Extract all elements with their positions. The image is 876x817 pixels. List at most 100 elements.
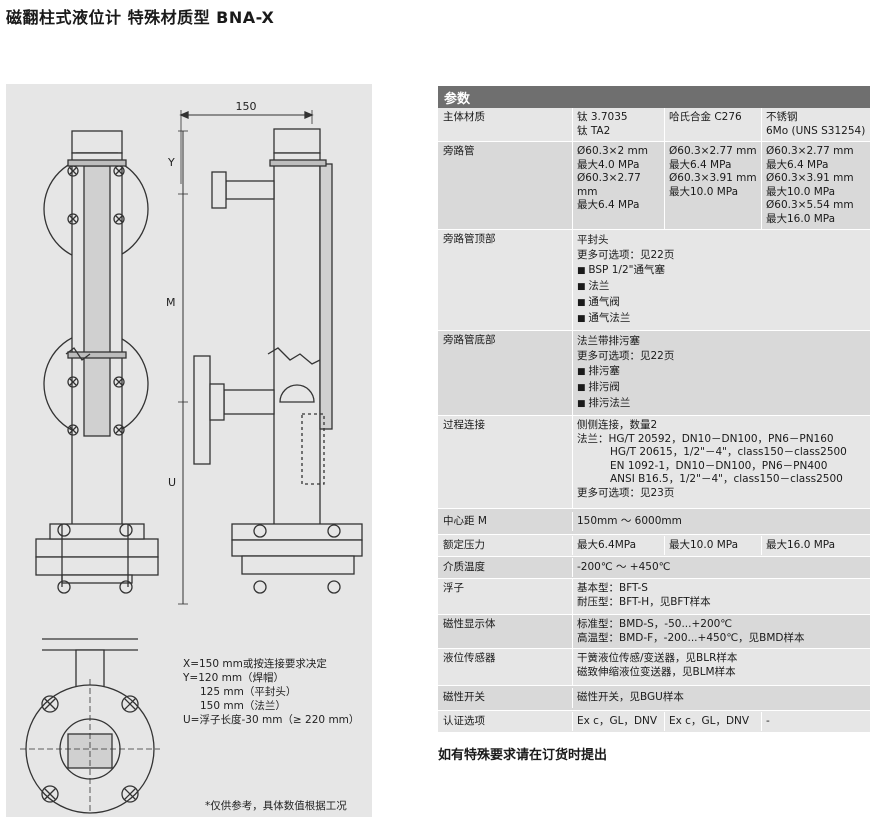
- bullet-item: 排污阀: [577, 380, 866, 396]
- row-label: 磁性显示体: [443, 618, 496, 630]
- bullet-item: 法兰: [577, 279, 866, 295]
- row-certification: 认证选项 Ex c，GL，DNV Ex c，GL，DNV -: [438, 711, 870, 733]
- row-label: 认证选项: [443, 714, 485, 727]
- row-label: 液位传感器: [443, 652, 496, 664]
- cell-line: Ø60.3×2.77 mm: [766, 145, 854, 157]
- row-process: 过程连接 侧侧连接，数量2 法兰：HG/T 20592，DN10－DN100，P…: [438, 416, 870, 509]
- disclaimer: *仅供参考，具体数值根据工况: [205, 800, 347, 812]
- pressure-c2: 最大10.0 MPa: [664, 535, 761, 556]
- cell-line: 哈氏合金 C276: [669, 111, 742, 123]
- material-stainless: 不锈钢 6Mo (UNS S31254): [761, 108, 870, 141]
- cell-line: HG/T 20615，1/2"－4"，class150－class2500: [610, 446, 847, 458]
- cell-line: 最大6.4 MPa: [766, 158, 829, 171]
- row-label: 中心距 M: [443, 514, 487, 527]
- row-label: 旁路管底部: [443, 334, 496, 346]
- center-value: 150mm ～ 6000mm: [572, 511, 870, 532]
- row-label: 介质温度: [443, 560, 485, 573]
- temperature-value: -200℃ ～ +450℃: [572, 557, 870, 578]
- row-pressure: 额定压力 最大6.4MPa 最大10.0 MPa 最大16.0 MPa: [438, 535, 870, 557]
- dimension-m-label: M: [166, 296, 176, 309]
- cell-line: EN 1092-1，DN10－DN100，PN6－PN400: [610, 459, 828, 472]
- bottom-options: 法兰带排污塞 更多可选项：见22页 排污塞 排污阀 排污法兰: [572, 331, 870, 415]
- note-line: Y=120 mm（焊帽）: [183, 672, 285, 684]
- pressure-c1: 最大6.4MPa: [572, 535, 664, 556]
- cell-line: 最大10.0 MPa: [766, 185, 836, 198]
- cell-line: Ø60.3×5.54 mm: [766, 199, 854, 211]
- material-hastelloy: 哈氏合金 C276: [664, 108, 761, 141]
- cert-c3: -: [761, 711, 870, 732]
- row-sensor: 液位传感器 干簧液位传感/变送器，见BLR样本 磁致伸缩液位变送器，见BLM样本: [438, 649, 870, 686]
- drawing-svg: 150 Y M U: [20, 100, 363, 814]
- cell-line: 磁致伸缩液位变送器，见BLM样本: [577, 665, 736, 678]
- bypass-c2: Ø60.3×2.77 mm 最大6.4 MPa Ø60.3×3.91 mm 最大…: [664, 142, 761, 229]
- material-titanium: 钛 3.7035 钛 TA2: [572, 108, 664, 141]
- cell-line: Ø60.3×3.91 mm: [766, 172, 854, 184]
- bullet-item: 排污法兰: [577, 396, 866, 412]
- sensor-options: 干簧液位传感/变送器，见BLR样本 磁致伸缩液位变送器，见BLM样本: [572, 649, 870, 685]
- note-line: X=150 mm或按连接要求决定: [183, 658, 327, 670]
- dimension-notes: X=150 mm或按连接要求决定 Y=120 mm（焊帽） 125 mm（平封头…: [183, 657, 359, 727]
- row-top: 旁路管顶部 平封头 更多可选项：见22页 BSP 1/2"通气塞 法兰 通气阀 …: [438, 230, 870, 331]
- cell-line: 耐压型：BFT-H，见BFT样本: [577, 595, 711, 608]
- row-float: 浮子 基本型：BFT-S 耐压型：BFT-H，见BFT样本: [438, 579, 870, 615]
- technical-drawing: 150 Y M U X=150 mm或按连接要求决定 Y=120 mm（焊帽） …: [6, 84, 372, 817]
- cell-line: 不锈钢: [766, 111, 798, 123]
- cell-line: Ø60.3×3.91 mm: [669, 172, 757, 184]
- row-material: 主体材质 钛 3.7035 钛 TA2 哈氏合金 C276 不锈钢 6Mo (U…: [438, 108, 870, 142]
- bullet-item: BSP 1/2"通气塞: [577, 263, 866, 279]
- row-bottom: 旁路管底部 法兰带排污塞 更多可选项：见22页 排污塞 排污阀 排污法兰: [438, 331, 870, 416]
- note-line: 150 mm（法兰）: [200, 700, 286, 712]
- cell-line: 侧侧连接，数量2: [577, 419, 658, 431]
- bullet-item: 通气阀: [577, 295, 866, 311]
- cell-line: Ø60.3×2 mm: [577, 145, 648, 157]
- row-label: 过程连接: [443, 419, 485, 431]
- bullet-item: 排污塞: [577, 364, 866, 380]
- cell-line: 最大10.0 MPa: [669, 185, 739, 198]
- cell-line: 钛 3.7035: [577, 111, 628, 123]
- row-label: 旁路管: [443, 145, 475, 157]
- row-label: 旁路管顶部: [443, 233, 496, 245]
- bullet-item: 通气法兰: [577, 311, 866, 327]
- note-line: 125 mm（平封头）: [200, 686, 297, 698]
- row-center-distance: 中心距 M 150mm ～ 6000mm: [438, 509, 870, 535]
- float-options: 基本型：BFT-S 耐压型：BFT-H，见BFT样本: [572, 579, 870, 614]
- cert-c1: Ex c，GL，DNV: [572, 711, 664, 732]
- dimension-u-label: U: [168, 476, 176, 489]
- cell-line: 更多可选项：见23页: [577, 486, 675, 499]
- footer-note: 如有特殊要求请在订货时提出: [438, 748, 608, 763]
- cell-line: 干簧液位传感/变送器，见BLR样本: [577, 652, 738, 664]
- row-bypass: 旁路管 Ø60.3×2 mm 最大4.0 MPa Ø60.3×2.77 mm 最…: [438, 142, 870, 230]
- note-line: U=浮子长度-30 mm（≥ 220 mm）: [183, 714, 360, 726]
- cell-line: 法兰：HG/T 20592，DN10－DN100，PN6－PN160: [577, 432, 834, 445]
- row-label: 磁性开关: [443, 691, 485, 704]
- row-label: 主体材质: [443, 111, 485, 123]
- top-options: 平封头 更多可选项：见22页 BSP 1/2"通气塞 法兰 通气阀 通气法兰: [572, 230, 870, 330]
- cell-line: 钛 TA2: [577, 124, 611, 137]
- display-options: 标准型：BMD-S，-50...+200℃ 高温型：BMD-F，-200...+…: [572, 615, 870, 648]
- switch-value: 磁性开关，见BGU样本: [572, 688, 870, 708]
- cert-c2: Ex c，GL，DNV: [664, 711, 761, 732]
- cell-line: 最大6.4 MPa: [577, 199, 640, 211]
- process-options: 侧侧连接，数量2 法兰：HG/T 20592，DN10－DN100，PN6－PN…: [572, 416, 870, 508]
- row-temperature: 介质温度 -200℃ ～ +450℃: [438, 557, 870, 579]
- dimension-150-label: 150: [236, 100, 257, 113]
- bypass-c1: Ø60.3×2 mm 最大4.0 MPa Ø60.3×2.77 mm 最大6.4…: [572, 142, 664, 229]
- cell-line: 更多可选项：见22页: [577, 350, 675, 362]
- row-label: 额定压力: [443, 538, 485, 551]
- bypass-c3: Ø60.3×2.77 mm 最大6.4 MPa Ø60.3×3.91 mm 最大…: [761, 142, 870, 229]
- cell-line: 高温型：BMD-F，-200...+450℃，见BMD样本: [577, 631, 805, 644]
- row-label: 浮子: [443, 582, 464, 594]
- cell-line: 最大4.0 MPa: [577, 158, 640, 171]
- cell-line: Ø60.3×2.77 mm: [577, 172, 641, 198]
- spec-header: 参数: [438, 86, 870, 108]
- cell-line: 平封头: [577, 234, 609, 246]
- cell-line: ANSI B16.5，1/2"－4"，class150－class2500: [610, 473, 843, 485]
- dimension-y-label: Y: [167, 156, 175, 169]
- pressure-c3: 最大16.0 MPa: [761, 535, 870, 556]
- cell-line: 标准型：BMD-S，-50...+200℃: [577, 618, 733, 630]
- cell-line: 法兰带排污塞: [577, 335, 640, 347]
- spec-table: 参数 主体材质 钛 3.7035 钛 TA2 哈氏合金 C276 不锈钢 6Mo…: [438, 86, 870, 733]
- row-display: 磁性显示体 标准型：BMD-S，-50...+200℃ 高温型：BMD-F，-2…: [438, 615, 870, 649]
- cell-line: 基本型：BFT-S: [577, 582, 648, 594]
- page-title: 磁翻柱式液位计 特殊材质型 BNA-X: [6, 8, 275, 27]
